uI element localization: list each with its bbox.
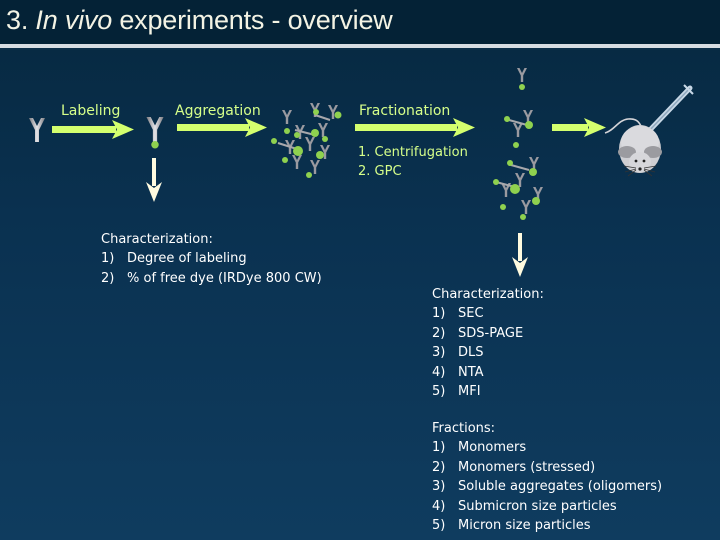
fractionation-arrow-icon	[355, 118, 475, 140]
characterization-left-heading: Characterization:	[101, 232, 213, 247]
antibody-y-icon	[28, 118, 46, 142]
item-text: NTA	[458, 364, 484, 380]
item-number: 1)	[101, 251, 115, 267]
fractions-section: Fractions: 1) Monomers 2) Monomers (stress…	[432, 419, 662, 535]
list-item: 1) Degree of labeling	[101, 249, 322, 268]
list-item: 2) SDS-PAGE	[432, 324, 544, 343]
title-italic: In vivo	[35, 5, 113, 35]
item-number: 5)	[432, 518, 446, 534]
item-number: 3)	[432, 345, 446, 361]
title-number: 3.	[6, 5, 36, 35]
down-arrow-left-icon	[146, 158, 166, 202]
characterization-right: Characterization: 1) SEC 2) SDS-PAGE 3) DLS…	[432, 285, 544, 401]
item-number: 2)	[432, 325, 446, 341]
list-item: 2) Monomers (stressed)	[432, 458, 662, 477]
item-text: SEC	[458, 306, 484, 322]
list-item: 2) % of free dye (IRDye 800 CW)	[101, 269, 322, 288]
item-text: Monomers (stressed)	[458, 459, 596, 475]
characterization-left-list: 1) Degree of labeling 2) % of free dye (IR…	[101, 249, 322, 288]
item-text: Monomers	[458, 440, 527, 456]
labeling-arrow-icon	[52, 120, 134, 142]
aggregate-cluster-icon	[270, 95, 350, 190]
item-text: DLS	[458, 345, 484, 361]
fractions-heading: Fractions:	[432, 421, 496, 436]
list-item: 4) Submicron size particles	[432, 497, 662, 516]
item-text: SDS-PAGE	[458, 325, 524, 341]
characterization-right-list: 1) SEC 2) SDS-PAGE 3) DLS 4) NTA 5) MFI	[432, 304, 544, 401]
method-centrifugation: 1. Centrifugation	[358, 145, 468, 160]
list-item: 5) MFI	[432, 382, 544, 401]
item-text: Soluble aggregates (oligomers)	[458, 479, 663, 495]
item-number: 2)	[432, 459, 446, 475]
characterization-left: Characterization: 1) Degree of labeling 2…	[101, 230, 322, 288]
title-divider-shadow	[0, 48, 720, 50]
item-number: 1)	[432, 440, 446, 456]
item-number: 3)	[432, 479, 446, 495]
item-number: 4)	[432, 498, 446, 514]
labeled-antibody-icon	[145, 117, 165, 149]
aggregation-label: Aggregation	[175, 103, 261, 119]
labeling-label: Labeling	[61, 103, 121, 119]
method-gpc: 2. GPC	[358, 164, 402, 179]
characterization-right-heading: Characterization:	[432, 287, 544, 302]
injection-arrow-icon	[552, 118, 606, 140]
item-text: Micron size particles	[458, 518, 591, 534]
slide-title: 3. In vivo experiments - overview	[6, 5, 393, 36]
title-divider	[0, 44, 720, 48]
list-item: 3) Soluble aggregates (oligomers)	[432, 477, 662, 496]
fractions-list: 1) Monomers 2) Monomers (stressed) 3) Solub…	[432, 438, 662, 535]
item-text: MFI	[458, 384, 481, 400]
item-number: 4)	[432, 364, 446, 380]
item-number: 5)	[432, 384, 446, 400]
list-item: 3) DLS	[432, 343, 544, 362]
fractionation-label: Fractionation	[359, 103, 451, 119]
mouse-icon	[600, 82, 700, 182]
fractions-icon-column	[493, 65, 548, 220]
item-text: Submicron size particles	[458, 498, 617, 514]
down-arrow-right-icon	[512, 233, 532, 277]
item-text: % of free dye (IRDye 800 CW)	[127, 270, 322, 286]
item-number: 1)	[432, 306, 446, 322]
list-item: 1) Monomers	[432, 438, 662, 457]
list-item: 5) Micron size particles	[432, 516, 662, 535]
title-rest: experiments - overview	[112, 5, 393, 35]
title-bar: 3. In vivo experiments - overview	[0, 0, 720, 44]
item-text: Degree of labeling	[127, 251, 247, 267]
list-item: 4) NTA	[432, 363, 544, 382]
list-item: 1) SEC	[432, 304, 544, 323]
item-number: 2)	[101, 270, 115, 286]
aggregation-arrow-icon	[177, 118, 267, 140]
